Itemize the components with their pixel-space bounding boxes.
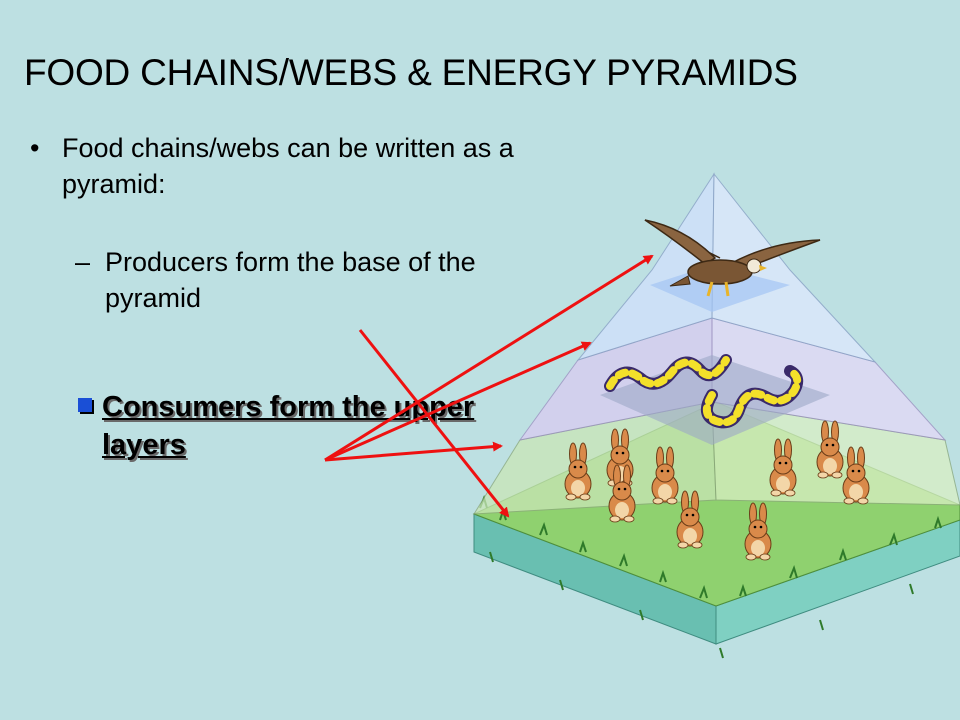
bullet-dot: •: [30, 133, 40, 163]
bullet-square-icon: [78, 398, 92, 412]
slide-title: FOOD CHAINS/WEBS & ENERGY PYRAMIDS: [24, 52, 798, 93]
eagle-icon: [644, 219, 821, 297]
bullet-food-chains-text: Food chains/webs can be written as a pyr…: [62, 133, 514, 199]
sub-bullet-producers-text: Producers form the base of the pyramid: [105, 247, 476, 313]
arrow-to-eagle-layer: [324, 254, 654, 462]
pyramid-eagle-floor: [650, 265, 790, 312]
snake-icon-pattern: [606, 356, 730, 390]
annotation-arrows: [324, 254, 654, 518]
arrow-to-rabbit-layer: [324, 441, 503, 462]
sub-bullet-dash: –: [75, 247, 91, 277]
arrow-to-snake-layer: [324, 341, 592, 462]
arrow-to-producers: [358, 329, 510, 518]
snakes-group: [604, 354, 804, 429]
snake-icon-pattern: [702, 367, 802, 427]
